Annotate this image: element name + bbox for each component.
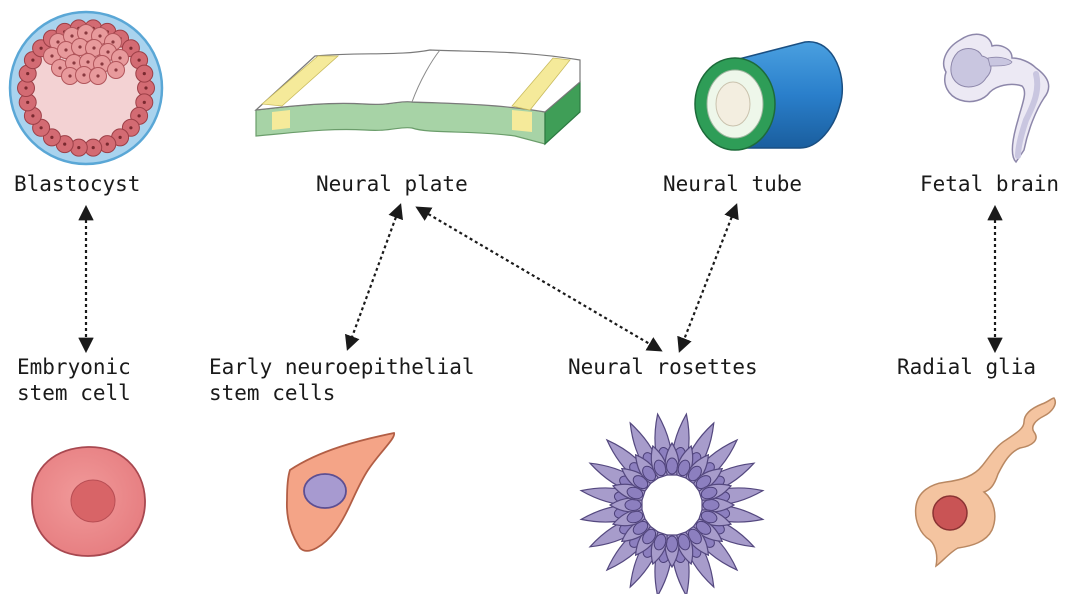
embryonic-stem-cell-label-line2: stem cell <box>17 381 131 405</box>
neural-rosette-icon <box>581 414 763 594</box>
neural-rosettes-label: Neural rosettes <box>568 355 758 379</box>
arrow-rosettes-neural-plate <box>418 208 660 350</box>
neural-tube-icon <box>695 42 842 150</box>
radial-glia-icon <box>916 398 1056 566</box>
embryonic-stem-cell-label-line1: Embryonic <box>17 355 131 379</box>
neuroepithelial-label-line1: Early neuroepithelial <box>209 355 475 379</box>
blastocyst-icon <box>10 12 162 164</box>
fetal-brain-label: Fetal brain <box>920 172 1059 196</box>
neural-plate-label: Neural plate <box>316 172 468 196</box>
blastocyst-label: Blastocyst <box>14 172 140 196</box>
arrow-rosettes-neural-tube <box>680 206 736 350</box>
neural-tube-label: Neural tube <box>663 172 802 196</box>
radial-glia-label: Radial glia <box>897 355 1036 379</box>
neuroepithelial-label-line2: stem cells <box>209 381 335 405</box>
neuroepithelial-cell-icon <box>287 433 394 551</box>
neural-plate-icon <box>256 50 580 144</box>
fetal-brain-icon <box>944 34 1049 162</box>
arrow-ene-neural-plate <box>348 206 400 348</box>
embryonic-stem-cell-icon <box>32 447 145 556</box>
